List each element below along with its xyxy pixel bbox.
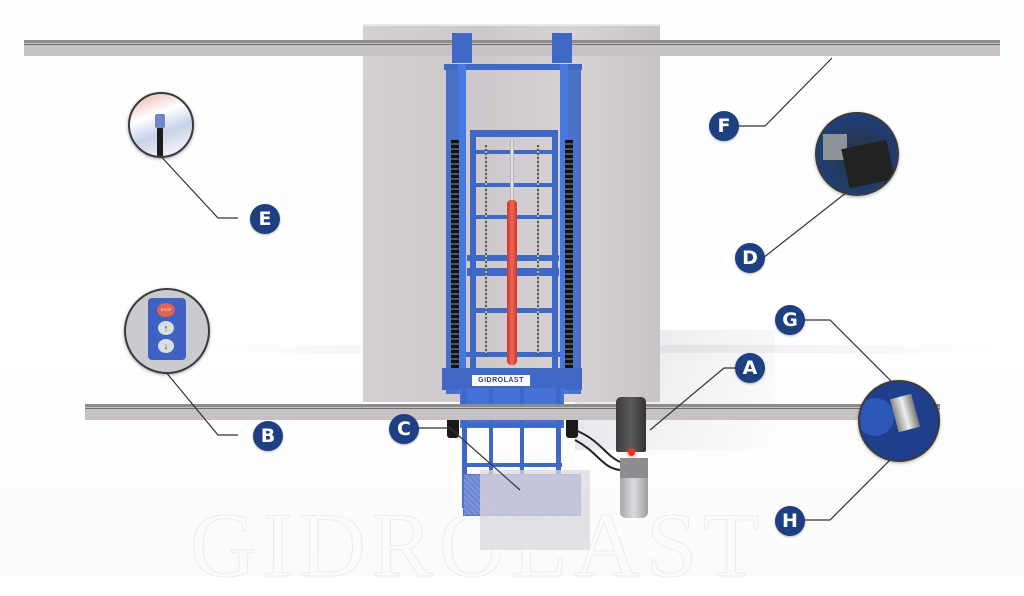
hanger-left — [452, 33, 472, 63]
control-pendant: STOP ↑ ↓ — [148, 298, 186, 360]
callout-badge-c: C — [389, 414, 419, 444]
detail-lens-e — [128, 92, 194, 158]
fitting-icon — [155, 114, 165, 128]
callout-badge-a: A — [735, 353, 765, 383]
callout-badge-f: F — [709, 111, 739, 141]
roller-detail-icon — [841, 139, 895, 189]
lift-chain — [485, 145, 487, 355]
callout-badge-e: E — [250, 204, 280, 234]
callout-badge-g: G — [775, 305, 805, 335]
cylinder-rod — [510, 140, 514, 202]
carriage-side-right — [552, 130, 558, 370]
detail-lens-gh — [858, 380, 940, 462]
bearing-icon — [889, 393, 921, 433]
hose-icon — [157, 128, 163, 156]
motor-head — [620, 458, 648, 480]
rung — [472, 150, 556, 154]
callout-badge-h: H — [775, 506, 805, 536]
hydraulic-cylinder — [507, 200, 517, 365]
mast-left-inner — [458, 64, 466, 394]
indicator-light — [628, 449, 635, 456]
motor-housing — [620, 478, 648, 518]
detail-lens-d — [815, 112, 899, 196]
drive-chain-left — [451, 140, 459, 385]
hydraulic-power-unit — [616, 397, 646, 452]
cage-post — [520, 388, 524, 508]
upper-rail — [24, 40, 1000, 56]
cage-rail — [462, 463, 562, 467]
callout-badge-b: B — [253, 421, 283, 451]
lift-chain — [537, 145, 539, 355]
mast-top-bar — [444, 64, 582, 70]
wheel-icon — [860, 398, 894, 436]
detail-lens-b: STOP ↑ ↓ — [124, 288, 210, 374]
rung — [472, 183, 556, 187]
brand-plate: GIDROLAST — [472, 375, 530, 386]
carriage-top — [472, 130, 556, 137]
up-button: ↑ — [158, 321, 174, 335]
hanger-right — [552, 33, 572, 63]
cage-post — [556, 388, 561, 508]
carriage-side-left — [470, 130, 476, 370]
drive-chain-right — [565, 140, 573, 385]
callout-badge-d: D — [735, 243, 765, 273]
down-button: ↓ — [158, 339, 174, 353]
cage-rail — [462, 423, 562, 427]
mast-right-inner — [560, 64, 568, 394]
lift-assembly: GIDROLAST — [442, 33, 582, 516]
stop-button: STOP — [157, 303, 175, 317]
platform-shadow — [480, 470, 590, 550]
lower-rail — [85, 404, 940, 420]
